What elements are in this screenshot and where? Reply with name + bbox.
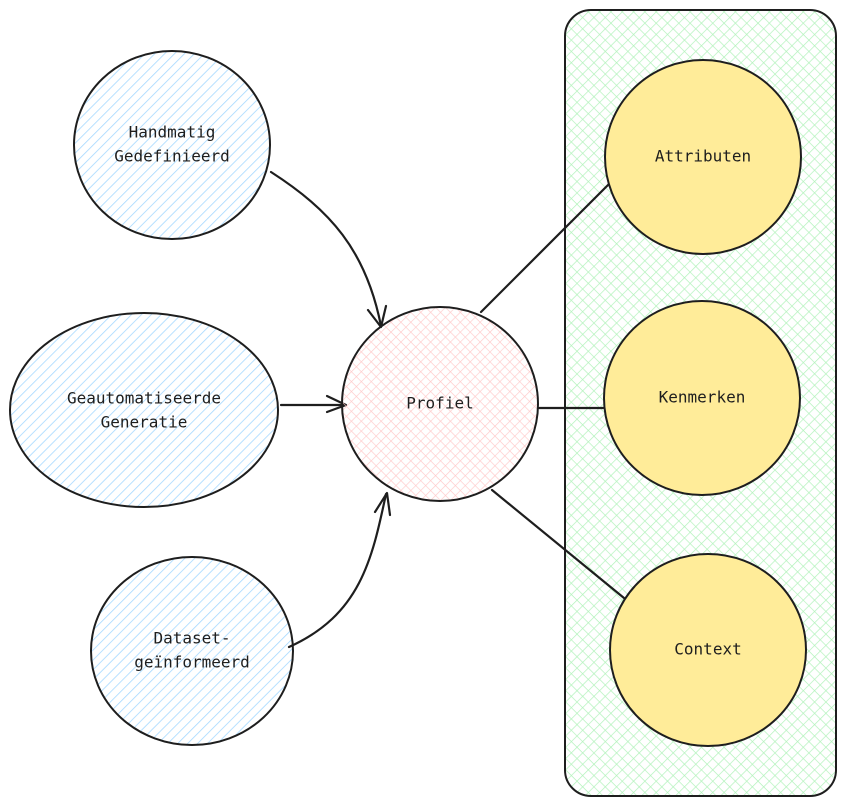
node-kenmerken-label: Kenmerken [659,388,746,407]
node-context-label: Context [674,640,741,659]
arrowhead-dataset [373,491,392,517]
node-geautomatiseerd-label-line2: Generatie [101,413,188,432]
node-dataset-label-line1: Dataset- [153,629,230,648]
node-profiel-label: Profiel [406,394,473,413]
node-context[interactable]: Context [609,553,807,747]
edge-dataset-to-profiel [287,492,388,649]
node-geautomatiseerd-label-line1: Geautomatiseerde [67,389,221,408]
edge-profiel-to-attributen [479,181,612,314]
node-dataset-geinformeerd[interactable]: Dataset- geïnformeerd [90,556,294,746]
node-kenmerken[interactable]: Kenmerken [603,300,801,496]
node-handmatig-label-line1: Handmatig [129,123,216,142]
node-profiel[interactable]: Profiel [341,306,539,502]
node-handmatig-label-line2: Gedefinieerd [114,147,230,166]
node-handmatig-gedefinieerd[interactable]: Handmatig Gedefinieerd [73,50,271,240]
edges [269,170,626,649]
node-geautomatiseerde-generatie[interactable]: Geautomatiseerde Generatie [9,312,279,508]
node-attributen-label: Attributen [655,147,751,166]
node-attributen[interactable]: Attributen [604,59,802,255]
node-dataset-label-line2: geïnformeerd [134,653,250,672]
edge-handmatig-to-profiel [269,170,383,328]
edge-profiel-to-context [490,488,626,600]
